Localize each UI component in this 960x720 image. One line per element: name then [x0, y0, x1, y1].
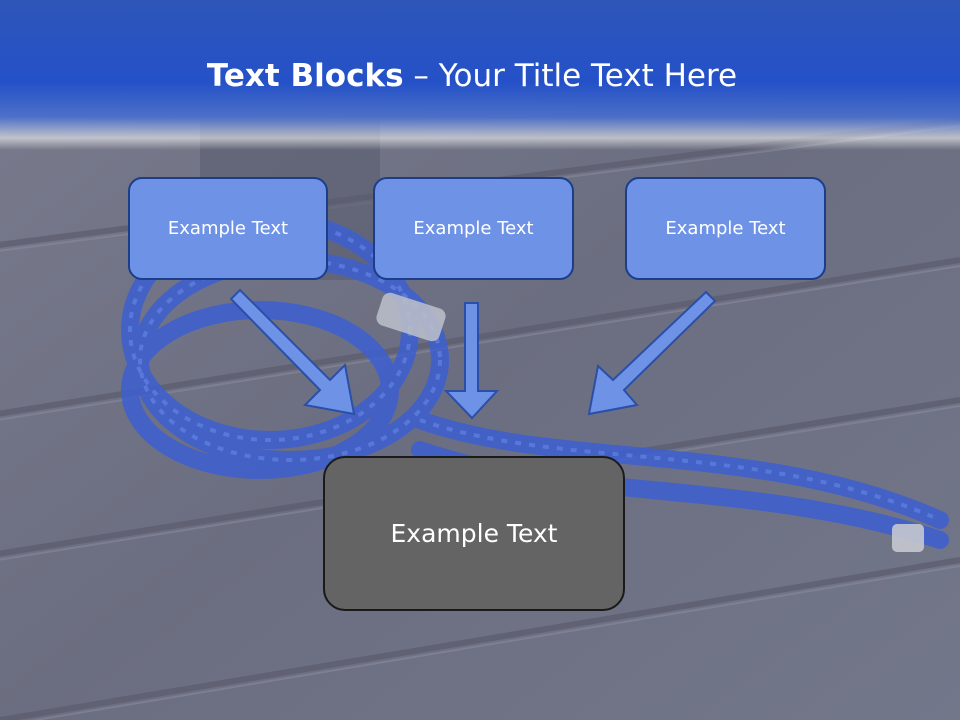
title-rest: Your Title Text Here [438, 58, 738, 94]
main-text-block: Example Text [323, 456, 625, 611]
arrow-down-left-icon [587, 290, 717, 416]
title-dash: – [403, 58, 439, 94]
title-bold: Text Blocks [206, 58, 404, 94]
main-text-block-label: Example Text [390, 519, 558, 548]
text-block-3-label: Example Text [665, 218, 786, 239]
arrow-down-icon [443, 302, 500, 420]
title-band [0, 0, 960, 150]
text-block-3: Example Text [625, 177, 826, 280]
text-block-2: Example Text [373, 177, 574, 280]
slide-title: Text Blocks – Your Title Text Here [0, 54, 944, 98]
text-block-2-label: Example Text [413, 218, 534, 239]
text-block-1: Example Text [128, 177, 328, 280]
arrow-down-right-icon [229, 288, 356, 416]
text-block-1-label: Example Text [167, 218, 289, 239]
